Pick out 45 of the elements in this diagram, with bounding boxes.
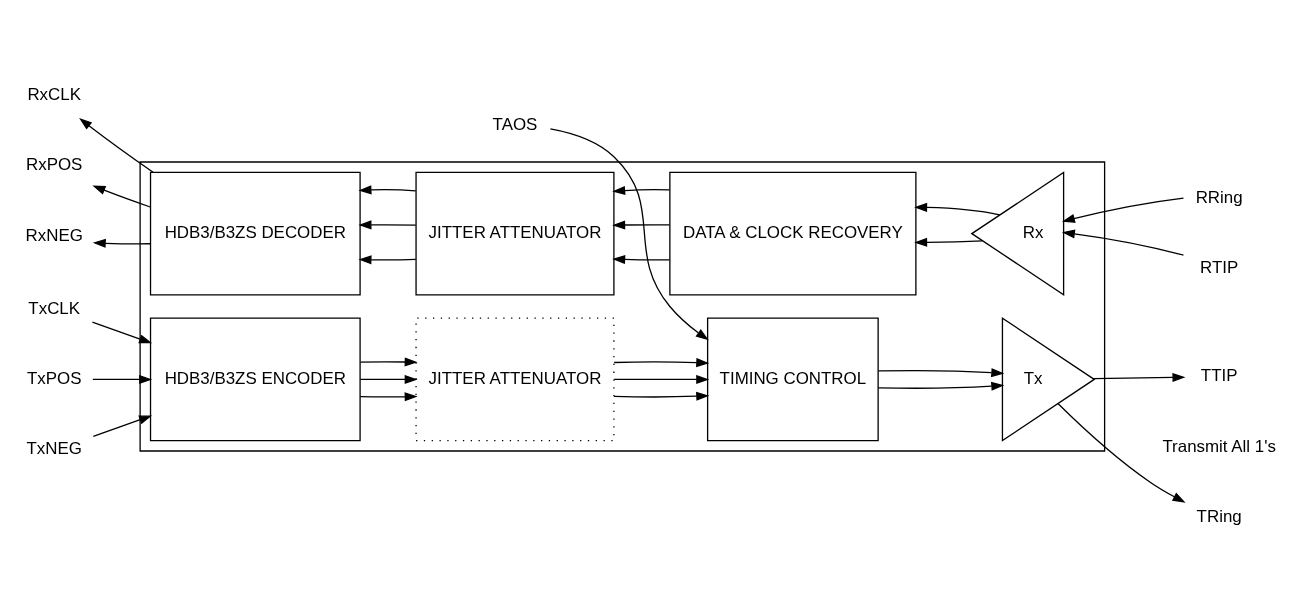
- node-text: RxNEG: [25, 225, 83, 245]
- arrow: [1092, 372, 1186, 382]
- arrow: [359, 391, 418, 401]
- node-text: TAOS: [492, 114, 538, 134]
- arrow: [1061, 228, 1185, 256]
- node-box: DATA & CLOCK RECOVERY: [669, 171, 917, 295]
- arrow: [359, 374, 418, 384]
- node-text: RxPOS: [26, 154, 83, 174]
- arrow: [613, 391, 710, 401]
- arrow: [358, 184, 417, 194]
- node-box: HDB3/B3ZS ENCODER: [149, 317, 361, 441]
- node-text: RTIP: [1200, 257, 1239, 277]
- arrow: [877, 367, 1005, 377]
- node-text: TRing: [1196, 506, 1242, 526]
- arrow: [1057, 402, 1186, 503]
- arrow: [92, 185, 151, 208]
- arrow: [612, 254, 671, 264]
- node-box: JITTER ATTENUATOR: [415, 317, 615, 441]
- node-text: RxCLK: [27, 84, 81, 104]
- arrow: [914, 202, 1001, 216]
- arrow: [91, 321, 153, 343]
- node-text: TxNEG: [26, 438, 82, 458]
- arrow: [359, 356, 418, 367]
- node-text: TxCLK: [28, 298, 81, 318]
- arrow: [92, 238, 151, 248]
- arrow: [613, 374, 710, 384]
- node-text: RRing: [1195, 187, 1243, 207]
- arrow: [79, 117, 154, 173]
- node-text: TTIP: [1200, 365, 1238, 385]
- node-box: JITTER ATTENUATOR: [415, 171, 615, 295]
- arrow: [1061, 196, 1185, 223]
- arrow: [914, 237, 983, 247]
- arrow: [613, 357, 710, 367]
- node-box: TIMING CONTROL: [706, 317, 879, 441]
- arrow: [358, 254, 417, 264]
- arrow: [612, 219, 671, 230]
- arrow: [358, 219, 417, 229]
- node-text: TxPOS: [26, 368, 82, 388]
- arrow: [877, 381, 1005, 391]
- arrow: [549, 127, 709, 340]
- arrow: [92, 415, 153, 437]
- arrow: [612, 185, 671, 195]
- label: Transmit All 1's: [1162, 436, 1276, 455]
- arrow: [92, 374, 153, 384]
- node-box: HDB3/B3ZS DECODER: [149, 171, 361, 295]
